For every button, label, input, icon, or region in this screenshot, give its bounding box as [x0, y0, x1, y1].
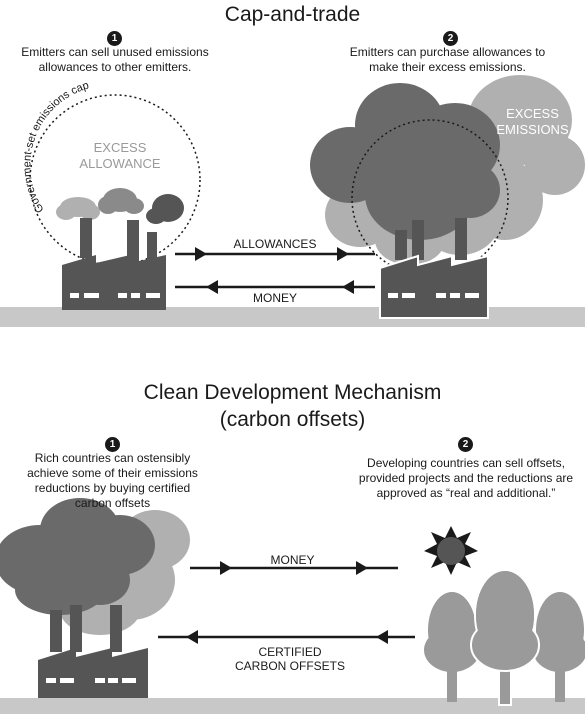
left-factory	[62, 218, 166, 310]
certified-label: CERTIFIED	[258, 645, 322, 659]
ground-strip-bottom	[0, 698, 585, 714]
emissions-cap-circle	[29, 94, 201, 266]
allowances-label: ALLOWANCES	[233, 237, 317, 251]
step-1-badge: 1	[107, 31, 122, 46]
money-label: MONEY	[252, 291, 297, 305]
emissions-cap-circle-right	[351, 119, 509, 277]
trees	[424, 569, 585, 706]
step-1-description: Emitters can sell unused emissions allow…	[21, 45, 209, 74]
cap-and-trade-title: Cap-and-trade	[224, 3, 361, 26]
cdm-step-1-badge: 1	[105, 437, 120, 452]
excess-allowance-label: EXCESS ALLOWANCE	[79, 140, 161, 171]
carbon-offsets-label: CARBON OFFSETS	[234, 659, 345, 673]
right-factory-smoke	[310, 75, 585, 265]
sun-icon	[424, 526, 478, 575]
cdm-factory-smoke	[0, 498, 190, 635]
cdm-subtitle: (carbon offsets)	[219, 408, 366, 431]
cdm-money-label: MONEY	[270, 553, 315, 567]
excess-emissions-label: EXCESS EMISSIONS	[496, 106, 569, 137]
step-2-badge: 2	[443, 31, 458, 46]
step-2-description: Emitters can purchase allowances to make…	[349, 45, 546, 74]
right-factory	[379, 218, 489, 319]
cdm-step-2-badge: 2	[458, 437, 473, 452]
cdm-factory	[38, 605, 148, 705]
cdm-title: Clean Development Mechanism	[143, 381, 442, 404]
left-factory-smoke	[56, 188, 184, 224]
cdm-step-2-description: Developing countries can sell offsets, p…	[358, 456, 574, 500]
cdm-step-1-description: Rich countries can ostensibly achieve so…	[27, 451, 198, 510]
